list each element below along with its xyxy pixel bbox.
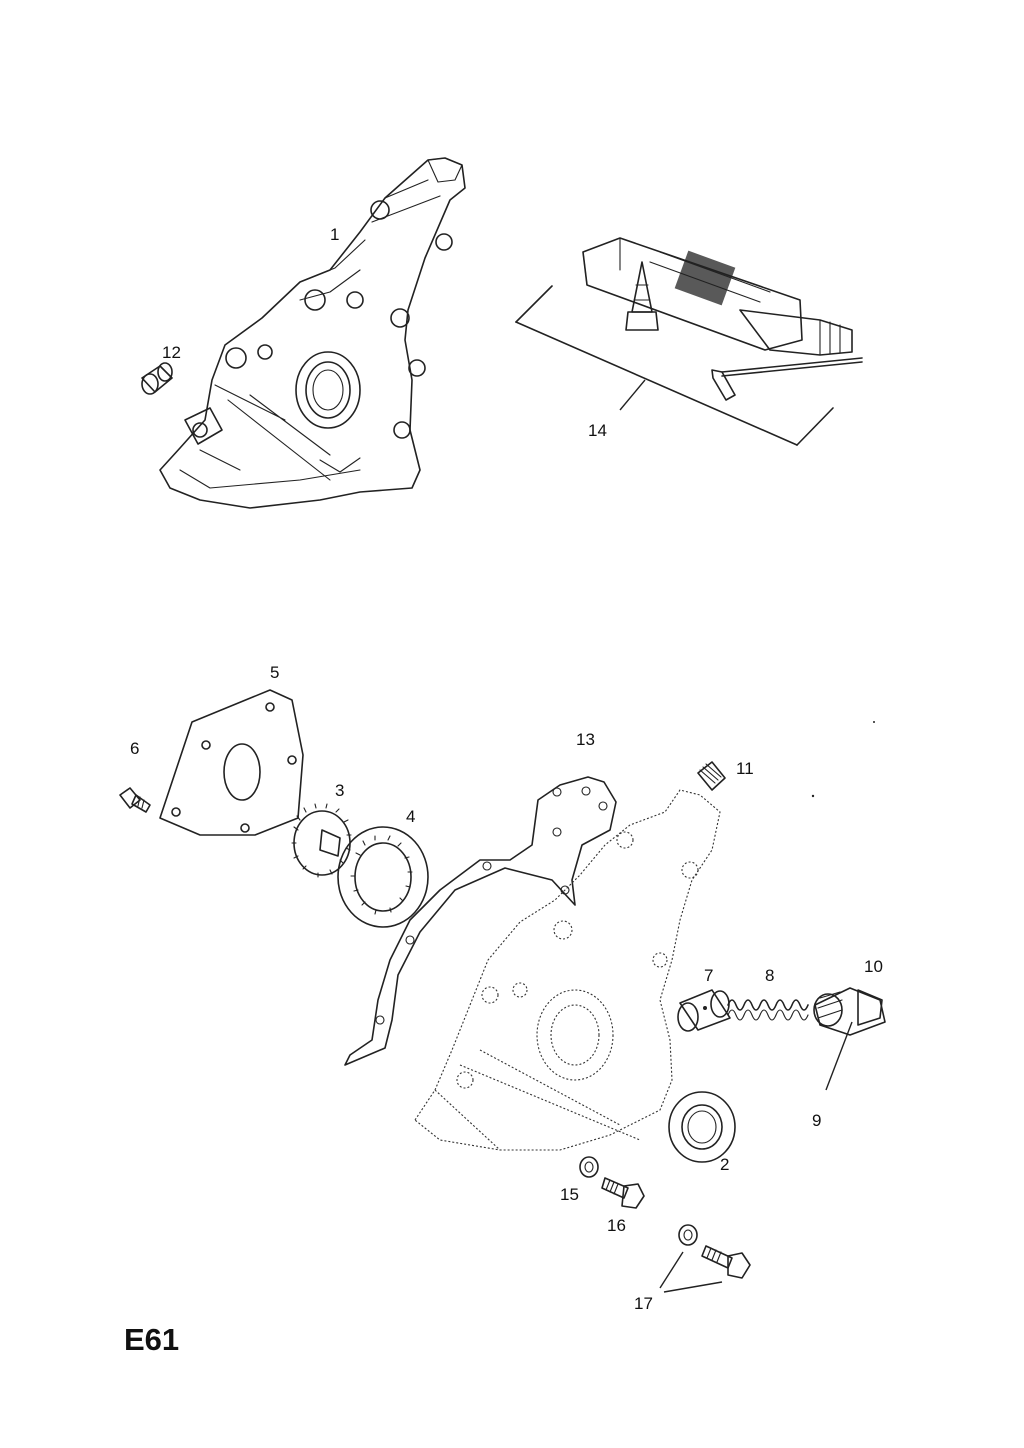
callout-13: 13 [576, 730, 595, 749]
callout-1: 1 [330, 225, 340, 244]
callout-7: 7 [704, 966, 714, 985]
spring-icon [727, 999, 809, 1021]
threaded-plug-icon [697, 761, 726, 791]
leader-17b [663, 1281, 723, 1293]
washer-and-bolt-icon [678, 1224, 751, 1279]
screw-icon [119, 787, 151, 813]
gasket-icon [344, 776, 617, 1066]
leader-17a [659, 1251, 684, 1289]
inner-gear-icon [291, 803, 352, 878]
valve-plug-icon [813, 987, 886, 1036]
callout-3: 3 [335, 781, 345, 800]
callout-11: 11 [736, 759, 754, 778]
callout-2: 2 [720, 1155, 730, 1174]
oil-pump-housing-icon [159, 157, 466, 509]
callout-15: 15 [560, 1185, 579, 1204]
oil-seal-icon [668, 1091, 736, 1163]
callout-5: 5 [270, 663, 280, 682]
lock-washer-icon [579, 1156, 599, 1178]
cover-plate-icon [159, 689, 304, 836]
callout-17: 17 [634, 1294, 653, 1313]
speck [873, 721, 875, 723]
leader-9 [825, 1021, 853, 1091]
callout-12: 12 [162, 343, 181, 362]
pump-housing-exploded-icon [414, 789, 721, 1151]
dowel-sleeve-icon [141, 362, 173, 395]
callout-14: 14 [588, 421, 607, 440]
callout-10: 10 [864, 957, 883, 976]
callout-16: 16 [607, 1216, 626, 1235]
callout-8: 8 [765, 966, 775, 985]
sealant-tube-kit-icon [515, 237, 863, 446]
page-code: E61 [124, 1322, 180, 1357]
outer-rotor-icon [337, 826, 429, 928]
speck [811, 794, 815, 798]
leader-14 [619, 379, 646, 411]
callout-9: 9 [812, 1111, 822, 1130]
relief-valve-piston-icon [677, 989, 731, 1032]
callout-4: 4 [406, 807, 416, 826]
callout-6: 6 [130, 739, 140, 758]
bolt-icon [601, 1177, 645, 1209]
